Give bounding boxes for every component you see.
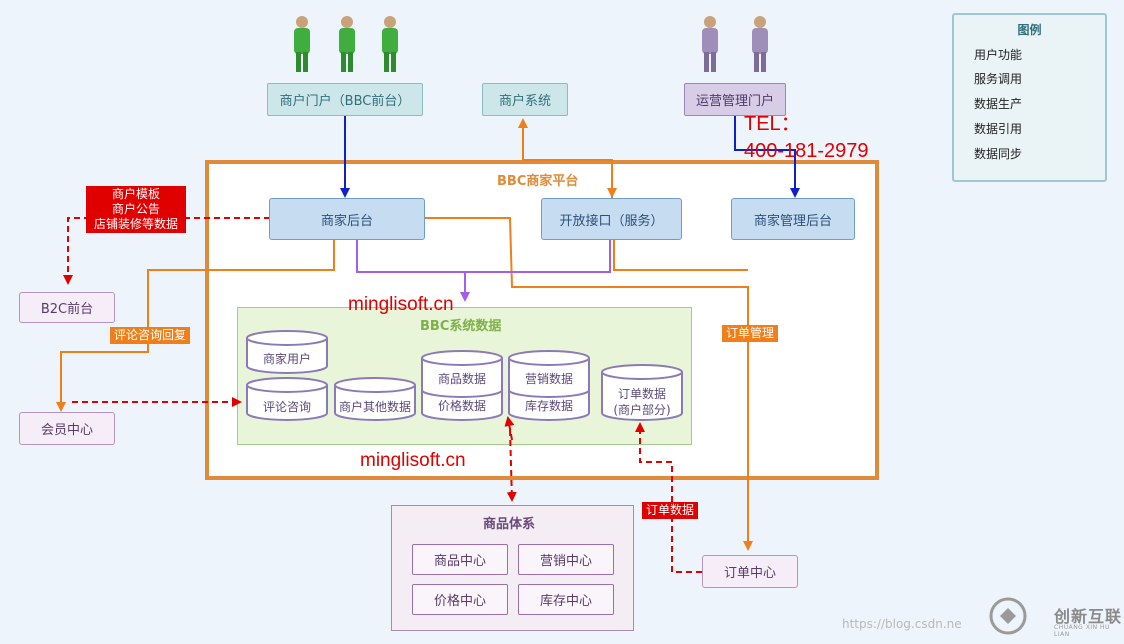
edge-openapi-to-order — [613, 240, 748, 271]
store-product-data-label: 商品数据 — [437, 372, 486, 386]
merchant-portal[interactable]: 商户门户（BBC前台） — [267, 83, 423, 116]
stock-center[interactable]: 库存中心 — [518, 584, 614, 615]
platform-title: BBC商家平台 — [497, 174, 579, 189]
open-api-service[interactable]: 开放接口（服务） — [541, 198, 682, 240]
legend-item-service-call: 服务调用 — [974, 72, 1023, 86]
b2c-front[interactable]: B2C前台 — [19, 292, 115, 323]
brand-logo-icon — [989, 597, 1027, 635]
store-order-data-sub-label: (商户部分) — [613, 403, 671, 417]
tag-line: 店铺装修等数据 — [93, 217, 178, 231]
store-stock-data-label: 库存数据 — [524, 399, 573, 413]
store-price-data-label: 价格数据 — [437, 399, 486, 413]
product-system-title: 商品体系 — [483, 517, 536, 532]
cylinder-product-price — [421, 358, 503, 421]
merchant-template-tag: 商户模板 商户公告 店铺装修等数据 — [86, 186, 186, 233]
edge-order-sync — [635, 422, 702, 573]
legend-title: 图例 — [1017, 23, 1042, 37]
data-zone-title: BBC系统数据 — [420, 319, 502, 334]
edge-backend-to-member — [56, 240, 335, 412]
brand-subtitle: CHUANG XIN HU LIAN — [1054, 624, 1110, 638]
edge-template-sync — [63, 217, 270, 285]
cylinder-merchant-user — [246, 338, 328, 374]
merchant-backend[interactable]: 商家后台 — [269, 198, 425, 240]
ops-user-icons — [702, 16, 768, 72]
store-merchant-user-label: 商家用户 — [262, 352, 311, 366]
tag-line: 商户模板 — [111, 187, 160, 201]
person-icon — [339, 16, 355, 72]
edge-data-to-product-up — [504, 416, 515, 441]
marketing-center[interactable]: 营销中心 — [518, 544, 614, 575]
tel-line: TEL： — [744, 113, 801, 135]
brand-name: 创新互联 — [1054, 607, 1123, 626]
store-marketing-data-label: 营销数据 — [524, 372, 573, 386]
order-manage-tag: 订单管理 — [722, 325, 779, 342]
price-center[interactable]: 价格中心 — [412, 584, 508, 615]
store-order-data-label: 订单数据 — [617, 387, 666, 401]
store-merchant-other-label: 商户其他数据 — [338, 400, 411, 414]
legend-item-data-sync: 数据同步 — [974, 147, 1023, 161]
legend-item-data-reference: 数据引用 — [974, 122, 1023, 136]
cylinder-merchant-other — [334, 385, 416, 421]
store-review-label: 评论咨询 — [262, 400, 311, 414]
member-center[interactable]: 会员中心 — [19, 412, 115, 445]
person-icon — [382, 16, 398, 72]
tel-number: 400-181-2979 — [744, 140, 869, 162]
merchant-system[interactable]: 商户系统 — [482, 83, 568, 116]
tag-line: 商户公告 — [111, 202, 160, 216]
edge-data-to-product-down — [506, 429, 517, 502]
order-data-tag: 订单数据 — [642, 502, 699, 519]
person-icon — [294, 16, 310, 72]
legend-panel: 图例 用户功能 服务调用 数据生产 数据引用 数据同步 — [952, 13, 1107, 182]
legend-item-data-production: 数据生产 — [974, 97, 1023, 111]
edge-ops-to-admin — [734, 116, 800, 198]
edge-openapi-to-merchant-system — [518, 118, 613, 198]
legend-item-user-function: 用户功能 — [974, 48, 1023, 62]
edge-data-production-bus — [356, 240, 611, 273]
person-icon — [702, 16, 718, 72]
data-store-cylinders — [246, 330, 683, 421]
edge-backend-to-order-center — [425, 217, 753, 551]
cylinder-order — [601, 372, 683, 421]
merchant-admin-backend[interactable]: 商家管理后台 — [731, 198, 855, 240]
ops-portal[interactable]: 运营管理门户 — [684, 83, 786, 116]
watermark-text: minglisoft.cn — [360, 450, 466, 471]
watermark-text: minglisoft.cn — [348, 294, 454, 315]
merchant-user-icons — [294, 16, 398, 72]
product-center[interactable]: 商品中心 — [412, 544, 508, 575]
order-center[interactable]: 订单中心 — [702, 555, 798, 588]
person-icon — [752, 16, 768, 72]
cylinder-review — [246, 385, 328, 421]
cylinder-marketing-stock — [508, 358, 590, 421]
credit-url: https://blog.csdn.ne — [842, 617, 962, 631]
review-reply-tag: 评论咨询回复 — [110, 327, 191, 344]
